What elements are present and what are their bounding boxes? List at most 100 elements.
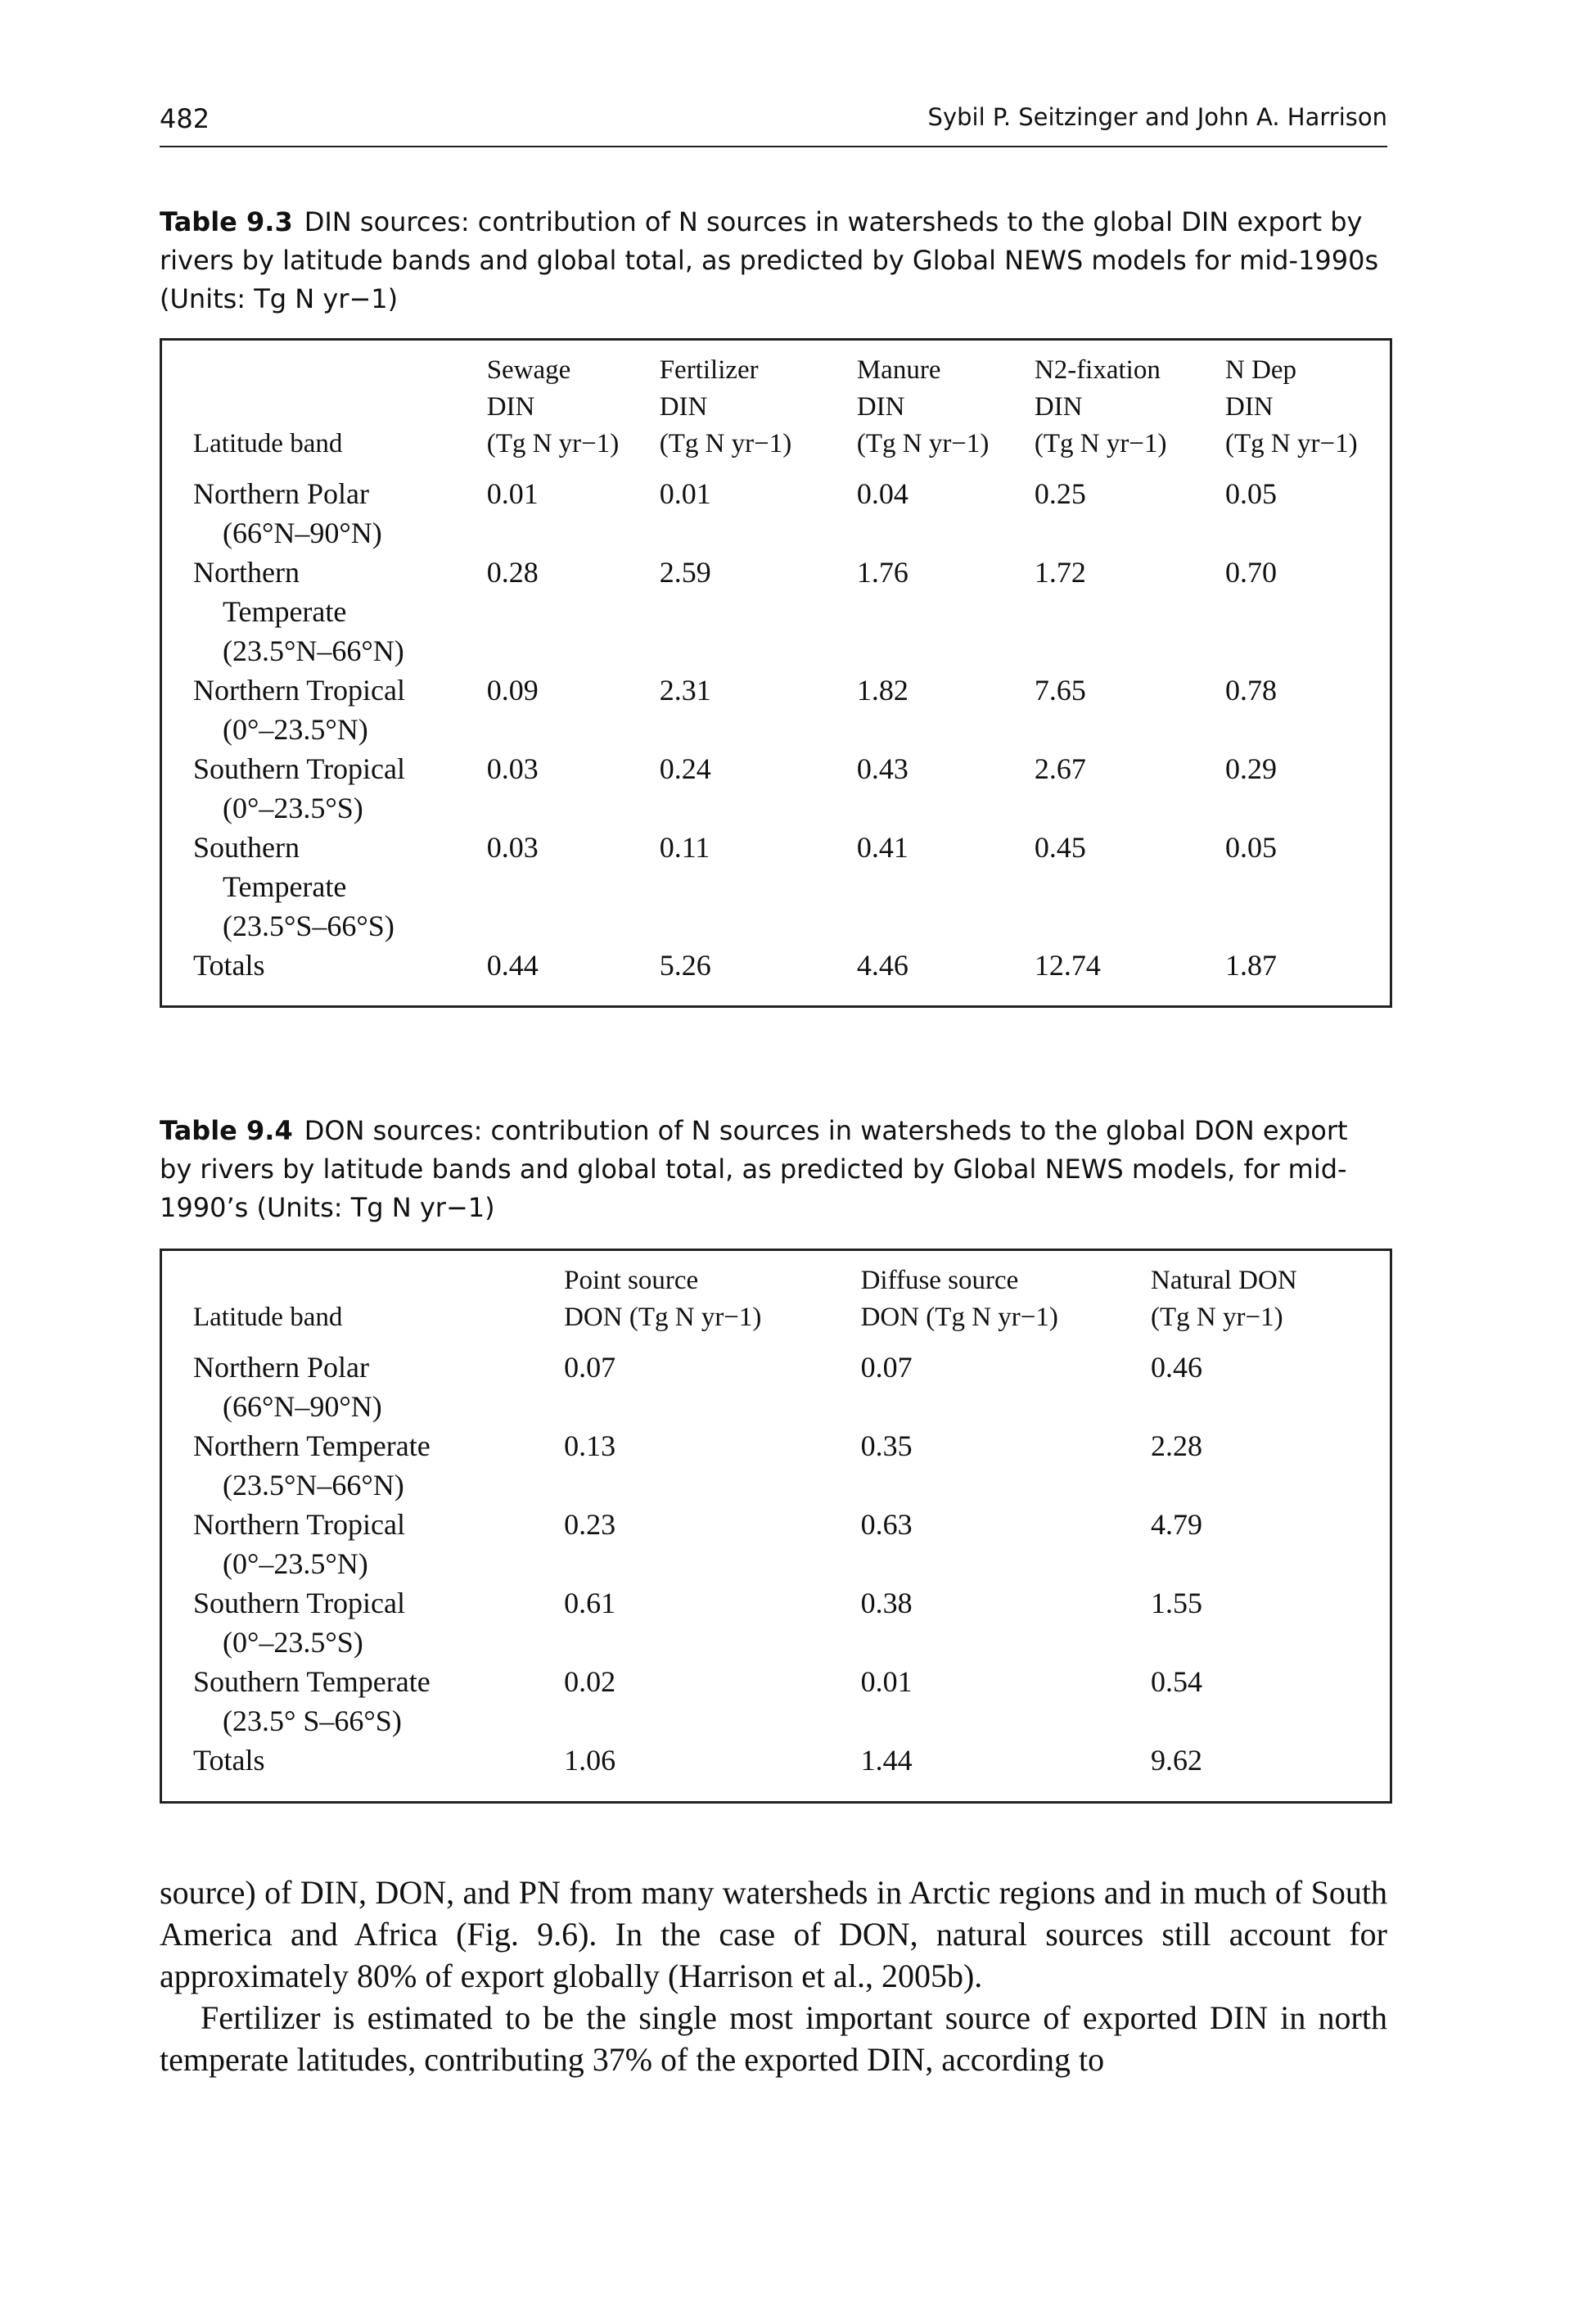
latitude-band-line: (0°–23.5°N) bbox=[223, 1547, 368, 1580]
latitude-band-line: (0°–23.5°S) bbox=[223, 1626, 363, 1659]
value-cell: 0.24 bbox=[659, 752, 711, 785]
latitude-band-line: (23.5°N–66°N) bbox=[223, 1469, 404, 1501]
body-paragraph: source) of DIN, DON, and PN from many wa… bbox=[160, 1874, 1387, 1994]
body-paragraph: Fertilizer is estimated to be the single… bbox=[160, 1999, 1387, 2078]
table-9-4-caption-text: DON sources: contribution of N sources i… bbox=[160, 1115, 1348, 1223]
value-cell: 5.26 bbox=[659, 949, 711, 982]
latitude-band-line: Northern Polar bbox=[193, 477, 369, 510]
column-header-line: DIN bbox=[856, 392, 905, 422]
column-header-line: Sewage bbox=[486, 355, 571, 385]
value-cell: 0.46 bbox=[1150, 1351, 1202, 1384]
column-header-line: DIN bbox=[1034, 392, 1083, 422]
value-cell: 0.45 bbox=[1034, 831, 1086, 864]
table-9-4-label: Table 9.4 bbox=[160, 1115, 293, 1146]
column-header-line bbox=[193, 352, 487, 389]
column-header: Latitude band bbox=[193, 1262, 564, 1348]
column-header-line: N2-fixation bbox=[1034, 355, 1161, 385]
latitude-band-line: Northern Tropical bbox=[193, 674, 405, 707]
value-cell: 0.28 bbox=[486, 556, 539, 589]
column-header-line: Natural DON bbox=[1150, 1266, 1297, 1295]
value-cell: 2.67 bbox=[1034, 752, 1086, 785]
value-cell: 1.82 bbox=[856, 674, 908, 707]
value-cell: 2.28 bbox=[1150, 1429, 1202, 1462]
value-cell: 0.63 bbox=[860, 1508, 913, 1541]
value-cell: 0.13 bbox=[564, 1429, 616, 1462]
column-header-line: Manure bbox=[856, 355, 941, 385]
latitude-band-line: Northern Polar bbox=[193, 1351, 369, 1384]
value-cell: 1.72 bbox=[1034, 556, 1086, 589]
latitude-band-line: (0°–23.5°S) bbox=[223, 792, 363, 824]
latitude-band-line: Totals bbox=[193, 1744, 265, 1777]
latitude-band-line: (66°N–90°N) bbox=[223, 517, 382, 549]
latitude-band-line: Southern Tropical bbox=[193, 752, 406, 785]
value-cell: 0.29 bbox=[1224, 752, 1277, 785]
value-cell: 0.03 bbox=[486, 831, 539, 864]
latitude-band-line: Temperate bbox=[223, 595, 347, 628]
latitude-band-line: Totals bbox=[193, 949, 265, 982]
latitude-band-line: Southern Temperate bbox=[193, 1665, 431, 1698]
value-cell: 0.04 bbox=[856, 477, 908, 510]
column-header-line: (Tg N yr−1) bbox=[659, 429, 792, 458]
latitude-band-cell: Southern Tropical(0°–23.5°S) bbox=[193, 1583, 564, 1662]
latitude-band-cell: Southern Tropical (0°–23.5°S) bbox=[193, 749, 487, 828]
column-header-line: (Tg N yr−1) bbox=[486, 429, 620, 458]
latitude-band-line: (23.5°N–66°N) bbox=[223, 634, 404, 667]
value-cell: 0.35 bbox=[860, 1429, 913, 1462]
table-row: Northern Tropical (0°–23.5°N) 0.09 2.31 1.82… bbox=[193, 671, 1390, 749]
latitude-band-line: Southern bbox=[193, 831, 300, 864]
column-header-line: (Tg N yr−1) bbox=[1034, 429, 1167, 458]
column-header-line: DON (Tg N yr−1) bbox=[860, 1303, 1058, 1332]
column-header-line: Diffuse source bbox=[860, 1266, 1019, 1295]
value-cell: 0.54 bbox=[1150, 1665, 1202, 1698]
value-cell: 1.44 bbox=[860, 1744, 913, 1777]
value-cell: 0.78 bbox=[1224, 674, 1277, 707]
latitude-band-line: (23.5° S–66°S) bbox=[223, 1705, 402, 1737]
value-cell: 2.31 bbox=[659, 674, 711, 707]
latitude-band-cell: Totals bbox=[193, 946, 487, 987]
latitude-band-cell: Northern Tropical (0°–23.5°N) bbox=[193, 671, 487, 749]
value-cell: 0.70 bbox=[1224, 556, 1277, 589]
column-header-line: Point source bbox=[564, 1266, 699, 1295]
value-cell: 0.05 bbox=[1224, 477, 1277, 510]
value-cell: 1.87 bbox=[1224, 949, 1277, 982]
column-header-line: (Tg N yr−1) bbox=[1224, 429, 1358, 458]
column-header-line: Latitude band bbox=[193, 1303, 343, 1332]
column-header: Latitude band bbox=[193, 352, 487, 474]
value-cell: 9.62 bbox=[1150, 1744, 1202, 1777]
latitude-band-cell: Totals bbox=[193, 1741, 564, 1781]
latitude-band-line: (66°N–90°N) bbox=[223, 1390, 382, 1423]
latitude-band-line: (0°–23.5°N) bbox=[223, 713, 368, 746]
latitude-band-cell: Northern Polar (66°N–90°N) bbox=[193, 1348, 564, 1426]
value-cell: 0.09 bbox=[486, 674, 539, 707]
value-cell: 0.38 bbox=[860, 1587, 913, 1619]
value-cell: 4.46 bbox=[856, 949, 908, 982]
column-header-line: DIN bbox=[486, 392, 535, 422]
column-header-line: N Dep bbox=[1224, 355, 1297, 385]
column-header-line: DIN bbox=[659, 392, 708, 422]
column-header-line: (Tg N yr−1) bbox=[856, 429, 990, 458]
column-header-line bbox=[193, 1262, 564, 1299]
value-cell: 0.11 bbox=[659, 831, 710, 864]
value-cell: 0.01 bbox=[486, 477, 539, 510]
latitude-band-line: Temperate bbox=[223, 870, 347, 903]
